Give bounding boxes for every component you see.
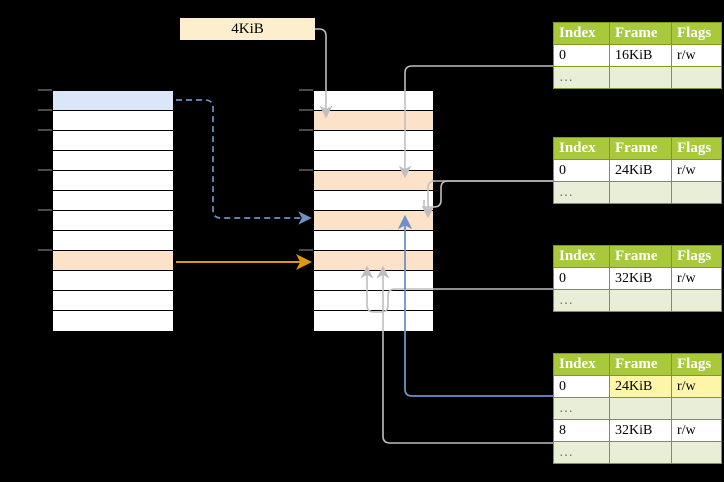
table-row: … [553, 66, 722, 89]
physical-frame-row-5 [314, 191, 433, 211]
physical-frame-row-3 [314, 151, 433, 171]
cell-frame: 24KiB [609, 375, 672, 398]
cell-index: 0 [553, 44, 610, 67]
physical-frame-row-8 [314, 251, 433, 271]
table-row: … [553, 397, 722, 420]
virtual-page-row-1 [53, 111, 173, 131]
cell-flags [671, 289, 722, 312]
cell-frame [609, 181, 672, 204]
cell-flags: r/w [671, 419, 722, 442]
column-header-flags: Flags [671, 22, 722, 45]
column-header-flags: Flags [671, 137, 722, 160]
physical-frame-row-11 [314, 311, 433, 331]
column-header-index: Index [553, 22, 610, 45]
physical-frame-row-1 [314, 111, 433, 131]
physical-frame-row-10 [314, 291, 433, 311]
cell-frame [609, 289, 672, 312]
column-header-index: Index [553, 137, 610, 160]
cell-flags: r/w [671, 267, 722, 290]
cell-flags: r/w [671, 375, 722, 398]
cell-frame: 16KiB [609, 44, 672, 67]
wire-table1-to-frame [421, 180, 553, 219]
table-row: … [553, 441, 722, 464]
column-header-frame: Frame [609, 353, 672, 376]
cell-index: … [553, 66, 610, 89]
cell-flags [671, 181, 722, 204]
virtual-page-row-4 [53, 171, 173, 191]
virtual-page-row-9 [53, 271, 173, 291]
column-header-frame: Frame [609, 137, 672, 160]
physical-frame-row-6 [314, 211, 433, 231]
cell-index: 0 [553, 267, 610, 290]
cell-index: … [553, 289, 610, 312]
wire-table1-path [423, 180, 553, 208]
physical-frame-row-0 [314, 91, 433, 111]
virtual-page-row-10 [53, 291, 173, 311]
cell-frame: 24KiB [609, 159, 672, 182]
table-row: … [553, 181, 722, 204]
virtual-page-row-5 [53, 191, 173, 211]
column-header-index: Index [553, 353, 610, 376]
cell-frame [609, 66, 672, 89]
middle-column-ticks [299, 89, 313, 251]
cell-index: 8 [553, 419, 610, 442]
cell-frame: 32KiB [609, 267, 672, 290]
cell-flags [671, 397, 722, 420]
physical-frame-row-7 [314, 231, 433, 251]
virtual-page-row-7 [53, 231, 173, 251]
cell-index: 0 [553, 159, 610, 182]
virtual-page-row-2 [53, 131, 173, 151]
cell-index: … [553, 397, 610, 420]
physical-frame-row-4 [314, 171, 433, 191]
wire-virtual-page-dashed [176, 99, 312, 225]
left-column-ticks [38, 89, 52, 251]
cell-index: … [553, 441, 610, 464]
column-header-flags: Flags [671, 353, 722, 376]
column-header-index: Index [553, 245, 610, 268]
virtual-page-row-3 [53, 151, 173, 171]
virtual-address-space-column [52, 90, 174, 331]
physical-memory-column [313, 90, 434, 331]
cell-index: 0 [553, 375, 610, 398]
cell-frame: 32KiB [609, 419, 672, 442]
column-header-frame: Frame [609, 22, 672, 45]
cell-flags [671, 66, 722, 89]
column-header-flags: Flags [671, 245, 722, 268]
cell-index: … [553, 181, 610, 204]
physical-frame-row-9 [314, 271, 433, 291]
cell-frame [609, 397, 672, 420]
virtual-page-row-11 [53, 311, 173, 331]
cell-flags [671, 441, 722, 464]
virtual-page-row-0 [53, 91, 173, 111]
cell-frame [609, 441, 672, 464]
physical-frame-row-2 [314, 131, 433, 151]
virtual-page-row-8 [53, 251, 173, 271]
cell-flags: r/w [671, 44, 722, 67]
cell-flags: r/w [671, 159, 722, 182]
column-header-frame: Frame [609, 245, 672, 268]
virtual-page-row-6 [53, 211, 173, 231]
page-size-label: 4KiB [180, 18, 315, 40]
table-row: … [553, 289, 722, 312]
